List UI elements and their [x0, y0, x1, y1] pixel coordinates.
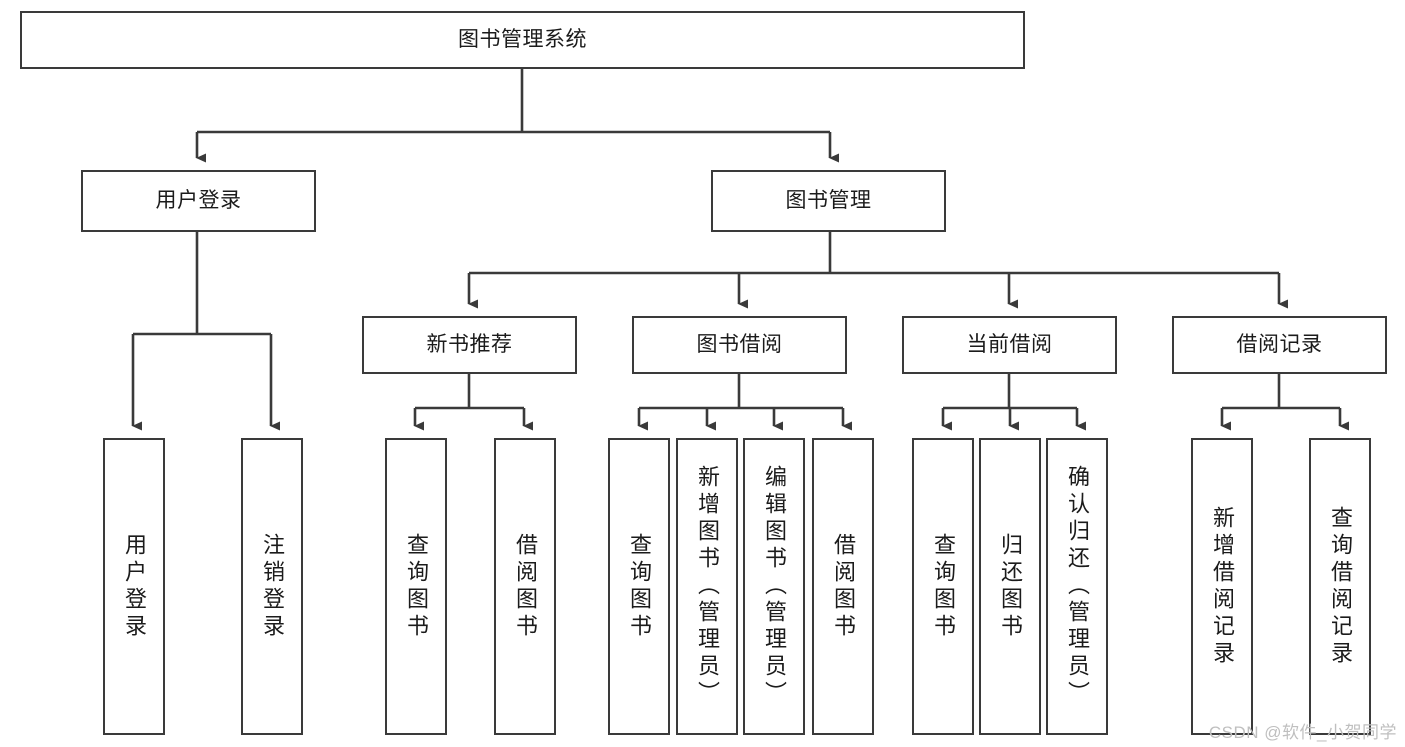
node-leaf-query-book-1-label: 查询图书 — [404, 532, 429, 641]
node-leaf-borrow-book-2-label: 借阅图书 — [831, 532, 856, 641]
node-leaf-query-book-1[interactable]: 查询图书 — [385, 438, 447, 735]
node-book-management[interactable]: 图书管理 — [711, 170, 946, 232]
node-root-system-label: 图书管理系统 — [458, 27, 587, 51]
node-book-borrow-label: 图书借阅 — [696, 332, 783, 356]
node-leaf-user-login[interactable]: 用户登录 — [103, 438, 165, 735]
node-root-system[interactable]: 图书管理系统 — [20, 11, 1025, 69]
node-leaf-query-book-2[interactable]: 查询图书 — [608, 438, 670, 735]
node-leaf-borrow-book-2[interactable]: 借阅图书 — [812, 438, 874, 735]
node-leaf-borrow-book-1[interactable]: 借阅图书 — [494, 438, 556, 735]
node-borrow-record-label: 借阅记录 — [1236, 332, 1323, 356]
node-leaf-query-record[interactable]: 查询借阅记录 — [1309, 438, 1371, 735]
node-leaf-return-book-label: 归还图书 — [998, 532, 1023, 641]
node-leaf-query-record-label: 查询借阅记录 — [1328, 505, 1353, 668]
node-user-login[interactable]: 用户登录 — [81, 170, 316, 232]
node-borrow-record[interactable]: 借阅记录 — [1172, 316, 1387, 374]
node-leaf-logout-login-label: 注销登录 — [260, 532, 285, 641]
node-leaf-return-book[interactable]: 归还图书 — [979, 438, 1041, 735]
node-leaf-add-record[interactable]: 新增借阅记录 — [1191, 438, 1253, 735]
node-leaf-query-book-3-label: 查询图书 — [931, 532, 956, 641]
node-book-borrow[interactable]: 图书借阅 — [632, 316, 847, 374]
node-leaf-borrow-book-1-label: 借阅图书 — [513, 532, 538, 641]
node-leaf-confirm-return[interactable]: 确认归还（管理员） — [1046, 438, 1108, 735]
node-leaf-add-book[interactable]: 新增图书（管理员） — [676, 438, 738, 735]
node-leaf-confirm-return-label: 确认归还（管理员） — [1065, 465, 1090, 708]
node-book-management-label: 图书管理 — [785, 188, 872, 212]
node-current-borrow[interactable]: 当前借阅 — [902, 316, 1117, 374]
node-new-book-recommend[interactable]: 新书推荐 — [362, 316, 577, 374]
node-leaf-edit-book-label: 编辑图书（管理员） — [762, 465, 787, 708]
node-leaf-edit-book[interactable]: 编辑图书（管理员） — [743, 438, 805, 735]
node-leaf-logout-login[interactable]: 注销登录 — [241, 438, 303, 735]
node-leaf-query-book-2-label: 查询图书 — [627, 532, 652, 641]
node-user-login-label: 用户登录 — [155, 188, 242, 212]
node-leaf-add-record-label: 新增借阅记录 — [1210, 505, 1235, 668]
node-leaf-user-login-label: 用户登录 — [122, 532, 147, 641]
node-new-book-recommend-label: 新书推荐 — [426, 332, 513, 356]
node-leaf-query-book-3[interactable]: 查询图书 — [912, 438, 974, 735]
node-current-borrow-label: 当前借阅 — [966, 332, 1053, 356]
node-leaf-add-book-label: 新增图书（管理员） — [695, 465, 720, 708]
